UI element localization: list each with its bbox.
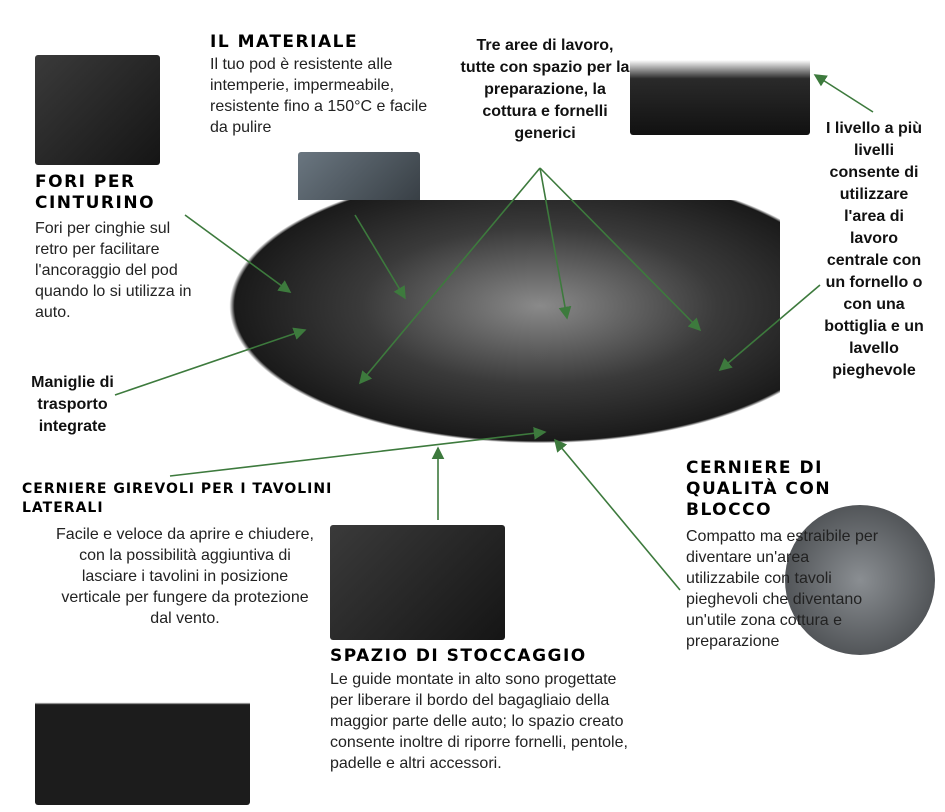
arrow-belt-holes: [184, 214, 292, 293]
hinge-closeup-photo: [785, 505, 935, 655]
multi-level-photo: [630, 10, 810, 135]
swivel-hinges-body: Facile e veloce da aprire e chiudere, co…: [56, 526, 314, 627]
arrow-levels-top: [813, 74, 874, 113]
storage-photo: [330, 525, 505, 640]
material-body: Il tuo pod è resistente alle intemperie,…: [210, 56, 428, 136]
belt-holes-body: Fori per cinghie sul retro per facilitar…: [35, 220, 192, 321]
levels-text: I livello a più livelli consente di util…: [824, 120, 924, 379]
handles-text: Maniglie di trasporto integrate: [31, 374, 114, 435]
belt-holes-title: Fori per cinturino: [35, 172, 156, 213]
belt-holes-photo: [35, 55, 160, 165]
swivel-hinges-title: Cerniere girevoli per i tavolini lateral…: [22, 481, 333, 516]
product-main-photo: [180, 200, 780, 465]
arrow-material: [354, 214, 406, 300]
work-areas-text: Tre aree di lavoro, tutte con spazio per…: [460, 37, 630, 142]
arrow-levels-main: [718, 284, 821, 372]
storage-title: Spazio di stoccaggio: [330, 646, 587, 666]
arrow-handles: [114, 327, 307, 396]
quality-hinges-title: Cerniere di qualità con blocco: [686, 458, 832, 520]
arrow-swivel-hinges: [169, 426, 547, 477]
quality-hinges-body: Compatto ma estraibile per diventare un'…: [686, 528, 879, 650]
side-tables-photo: [35, 600, 250, 805]
arrow-work-area-1: [358, 167, 541, 385]
material-title: Il materiale: [210, 32, 359, 52]
arrow-quality-hinges: [553, 438, 681, 591]
arrow-work-area-3: [539, 167, 702, 332]
storage-body: Le guide montate in alto sono progettate…: [330, 671, 628, 772]
arrow-work-area-2: [539, 167, 572, 320]
